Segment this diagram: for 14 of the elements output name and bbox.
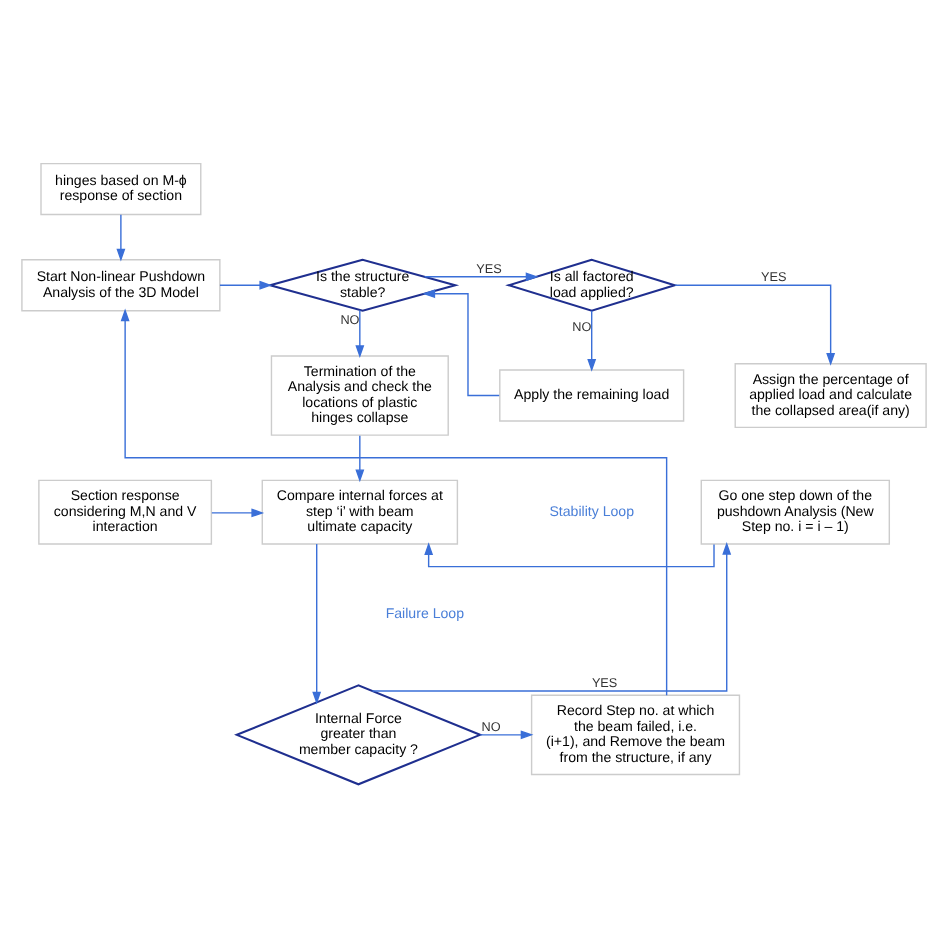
arrow (219, 280, 273, 290)
arrow (211, 508, 265, 518)
arrow (120, 308, 668, 696)
arrow (479, 730, 534, 740)
arrow (424, 542, 715, 568)
arrow (674, 284, 836, 366)
arrow (312, 543, 322, 705)
arrow (423, 272, 539, 282)
arrow (422, 289, 500, 397)
arrow (371, 542, 732, 692)
arrow (116, 214, 126, 262)
arrow (355, 434, 365, 483)
arrow (587, 310, 597, 372)
arrow (355, 309, 365, 359)
